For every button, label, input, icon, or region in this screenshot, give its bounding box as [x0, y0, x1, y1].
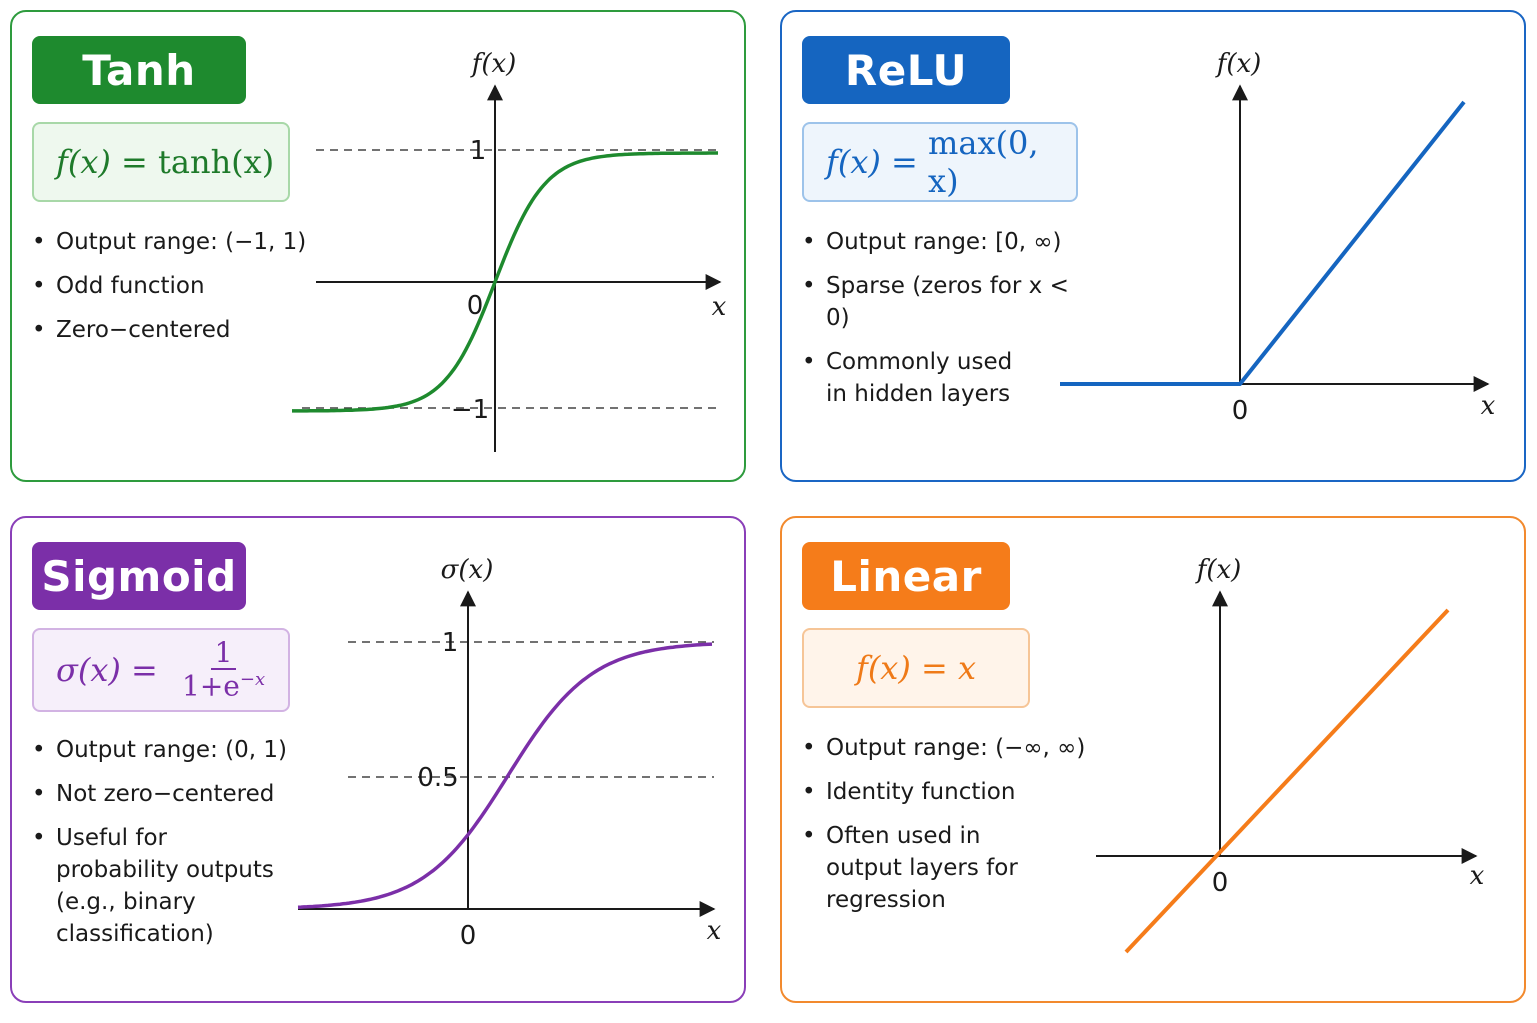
- tanh-tick-1: 1: [470, 136, 487, 166]
- relu-notes: Output range: [0, ∞) Sparse (zeros for x…: [802, 226, 1092, 422]
- sigmoid-note: Not zero−centered: [32, 778, 302, 810]
- linear-curve: [1124, 608, 1450, 954]
- relu-tick-origin: 0: [1232, 396, 1249, 426]
- sigmoid-fraction: 1 1+e−x: [178, 637, 269, 703]
- linear-formula-rhs: x: [957, 649, 977, 687]
- sigmoid-title: Sigmoid: [32, 542, 246, 610]
- sigmoid-card: Sigmoid σ(x) = 1 1+e−x Output range: (0,…: [10, 516, 746, 1003]
- sigmoid-formula: σ(x) = 1 1+e−x: [32, 628, 290, 712]
- tanh-xlabel: x: [712, 292, 727, 322]
- linear-tick-origin: 0: [1212, 868, 1229, 898]
- relu-note: Sparse (zeros for x < 0): [802, 270, 1092, 334]
- sigmoid-tick-half: 0.5: [417, 763, 458, 793]
- linear-formula-lhs: f(x): [855, 649, 911, 687]
- tanh-formula: f(x) = tanh(x): [32, 122, 290, 202]
- sigmoid-den-exp: −x: [239, 669, 266, 691]
- linear-title: Linear: [802, 542, 1010, 610]
- tanh-note: Zero−centered: [32, 314, 307, 346]
- tanh-tick-neg1: −1: [451, 395, 489, 425]
- linear-card: Linear f(x) = x Output range: (−∞, ∞) Id…: [780, 516, 1526, 1003]
- relu-card: ReLU f(x) = max(0, x) Output range: [0, …: [780, 10, 1526, 482]
- linear-note: Often used in output layers for regressi…: [802, 820, 1056, 916]
- relu-formula-lhs: f(x): [826, 143, 881, 181]
- linear-formula: f(x) = x: [802, 628, 1030, 708]
- tanh-formula-lhs: f(x): [56, 143, 111, 181]
- tanh-formula-eq: =: [110, 143, 159, 181]
- tanh-card: Tanh f(x) = tanh(x) Output range: (−1, 1…: [10, 10, 746, 482]
- tanh-plot: f(x) x 1 −1 0: [292, 49, 727, 452]
- relu-formula: f(x) = max(0, x): [802, 122, 1078, 202]
- linear-notes: Output range: (−∞, ∞) Identity function …: [802, 732, 1102, 928]
- sigmoid-notes: Output range: (0, 1) Not zero−centered U…: [32, 734, 302, 962]
- sigmoid-formula-eq: =: [120, 651, 169, 689]
- relu-formula-rhs: max(0, x): [928, 124, 1039, 200]
- relu-formula-eq: =: [880, 143, 929, 181]
- relu-note: Output range: [0, ∞): [802, 226, 1092, 258]
- relu-note: Commonly used in hidden layers: [802, 346, 1036, 410]
- sigmoid-curve: [297, 642, 713, 909]
- tanh-curve: [292, 151, 718, 413]
- tanh-note: Odd function: [32, 270, 307, 302]
- sigmoid-numerator: 1: [210, 637, 237, 671]
- linear-note: Identity function: [802, 776, 1102, 808]
- sigmoid-note: Output range: (0, 1): [32, 734, 302, 766]
- sigmoid-tick-1: 1: [442, 628, 459, 658]
- linear-plot: f(x) x 0: [1096, 555, 1485, 954]
- relu-curve: [1060, 100, 1466, 386]
- sigmoid-plot: σ(x) x 1 0.5 0: [297, 555, 722, 951]
- tanh-notes: Output range: (−1, 1) Odd function Zero−…: [32, 226, 307, 358]
- linear-xlabel: x: [1470, 861, 1485, 891]
- sigmoid-ylabel: σ(x): [441, 555, 494, 585]
- relu-ylabel: f(x): [1215, 49, 1262, 79]
- linear-formula-eq: =: [910, 649, 958, 687]
- tanh-ylabel: f(x): [470, 49, 517, 79]
- sigmoid-denominator: 1+e−x: [178, 670, 269, 702]
- tanh-tick-origin: 0: [467, 291, 484, 321]
- sigmoid-formula-lhs: σ(x): [56, 651, 121, 689]
- linear-note: Output range: (−∞, ∞): [802, 732, 1102, 764]
- tanh-title: Tanh: [32, 36, 246, 104]
- relu-title: ReLU: [802, 36, 1010, 104]
- relu-plot: f(x) x 0: [1060, 49, 1496, 426]
- tanh-note: Output range: (−1, 1): [32, 226, 307, 258]
- sigmoid-note: Useful for probability outputs (e.g., bi…: [32, 822, 296, 950]
- sigmoid-den-base: 1+e: [182, 669, 240, 703]
- relu-xlabel: x: [1481, 391, 1496, 421]
- linear-ylabel: f(x): [1195, 555, 1242, 585]
- tanh-formula-rhs: tanh(x): [158, 143, 275, 181]
- sigmoid-tick-origin: 0: [460, 921, 477, 951]
- sigmoid-xlabel: x: [707, 916, 722, 946]
